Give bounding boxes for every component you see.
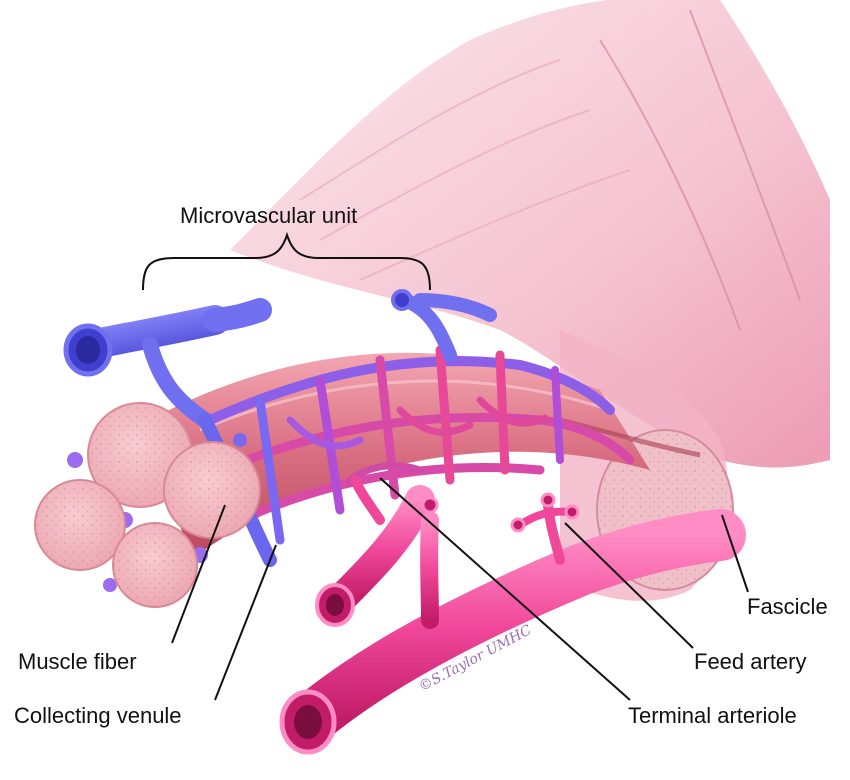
leader-line-terminal-arteriole xyxy=(379,477,631,701)
leader-lines xyxy=(171,477,749,701)
feed-artery xyxy=(284,475,746,746)
muscle-fiber-ends xyxy=(34,402,261,608)
artery-openings xyxy=(279,492,580,755)
microvascular-unit-brace xyxy=(142,231,431,291)
label-feed-artery: Feed artery xyxy=(694,649,807,674)
label-muscle-fiber: Muscle fiber xyxy=(18,649,137,674)
label-microvascular-unit: Microvascular unit xyxy=(180,203,358,228)
leader-line-collecting-venule xyxy=(214,544,277,701)
label-terminal-arteriole: Terminal arteriole xyxy=(628,703,797,728)
whole-muscle xyxy=(230,0,830,601)
label-collecting-venule: Collecting venule xyxy=(14,703,182,728)
leader-line-muscle-fiber xyxy=(171,504,226,644)
label-fascicle: Fascicle xyxy=(747,594,828,619)
leader-line-fascicle xyxy=(721,514,749,593)
leader-line-feed-artery xyxy=(564,522,694,649)
